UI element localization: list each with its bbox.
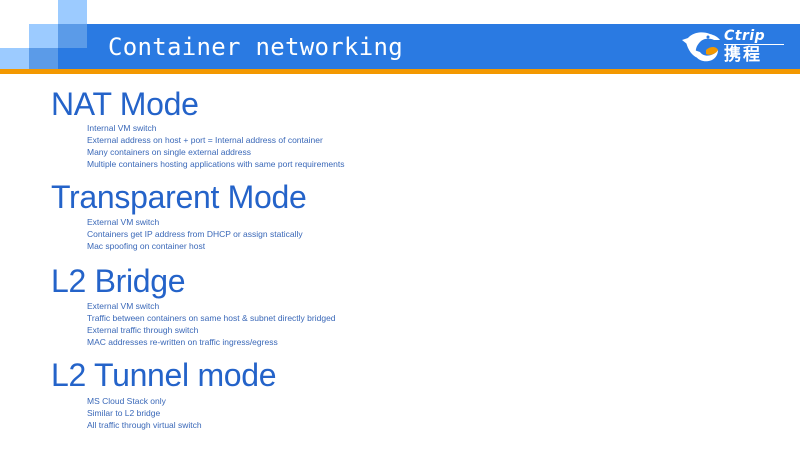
decor-square [58, 24, 87, 48]
decor-square [29, 24, 58, 48]
bullet-item: Similar to L2 bridge [87, 408, 161, 418]
bullet-item: Mac spoofing on container host [87, 241, 206, 251]
bullet-item: External traffic through switch [87, 325, 199, 335]
dolphin-logo-icon [682, 32, 720, 62]
bullet-item: Traffic between containers on same host … [87, 313, 336, 323]
bullet-list-nat-mode: Internal VM switch External address on h… [87, 122, 345, 170]
bullet-item: MS Cloud Stack only [87, 396, 166, 406]
section-title-nat-mode: NAT Mode [51, 86, 199, 122]
logo-divider [724, 44, 784, 45]
bullet-item: MAC addresses re-written on traffic ingr… [87, 337, 278, 347]
bullet-item: Containers get IP address from DHCP or a… [87, 229, 303, 239]
slide-title: Container networking [108, 33, 403, 61]
bullet-item: Many containers on single external addre… [87, 147, 251, 157]
section-title-l2-tunnel-mode: L2 Tunnel mode [51, 357, 277, 393]
ctrip-logo: Ctrip 携程 [680, 27, 790, 67]
bullet-item: All traffic through virtual switch [87, 420, 202, 430]
bullet-list-l2-tunnel-mode: MS Cloud Stack only Similar to L2 bridge… [87, 395, 202, 431]
bullet-item: External VM switch [87, 301, 160, 311]
decor-square [58, 0, 87, 24]
bullet-item: External VM switch [87, 217, 160, 227]
accent-line [0, 69, 800, 74]
section-title-l2-bridge: L2 Bridge [51, 263, 186, 299]
header-bar [87, 24, 800, 69]
logo-text-cn: 携程 [724, 45, 762, 65]
bullet-list-l2-bridge: External VM switch Traffic between conta… [87, 300, 336, 348]
decor-square [29, 48, 58, 69]
logo-text-en: Ctrip [724, 28, 766, 44]
bullet-item: Multiple containers hosting applications… [87, 159, 345, 169]
bullet-item: External address on host + port = Intern… [87, 135, 323, 145]
decor-square [0, 48, 29, 69]
section-title-transparent-mode: Transparent Mode [51, 179, 307, 215]
bullet-item: Internal VM switch [87, 123, 157, 133]
decor-square [58, 48, 87, 69]
bullet-list-transparent-mode: External VM switch Containers get IP add… [87, 216, 303, 252]
